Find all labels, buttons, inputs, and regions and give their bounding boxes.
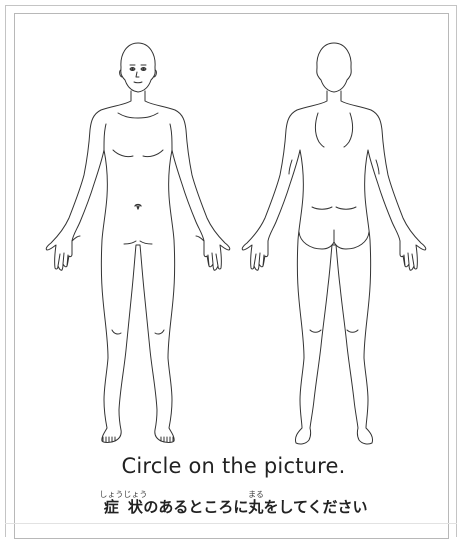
back-buttocks xyxy=(299,230,369,249)
back-fingers xyxy=(254,253,414,266)
back-lower-back xyxy=(312,207,356,209)
front-fingers xyxy=(58,253,218,266)
front-head xyxy=(121,43,156,92)
circle-word: 丸まる xyxy=(248,498,263,516)
back-head xyxy=(317,43,352,92)
front-navel xyxy=(135,205,141,210)
body-front-figure[interactable] xyxy=(46,43,230,443)
front-knees xyxy=(112,330,164,334)
instruction-english: Circle on the picture. xyxy=(0,454,467,478)
front-inner-arms xyxy=(72,124,204,241)
symptom-word: 症状しょうじょう xyxy=(99,498,143,516)
instruction-ending: をしてください xyxy=(263,498,367,516)
back-body-outline xyxy=(242,91,426,444)
body-back-figure[interactable] xyxy=(242,43,426,444)
front-body-outline xyxy=(46,91,230,443)
instruction-middle: のあるところに xyxy=(143,498,248,516)
back-shoulder-blades xyxy=(316,113,353,147)
front-torso-details xyxy=(113,113,163,244)
instruction-japanese: 症状しょうじょうのあるところに丸まるをしてください xyxy=(0,490,467,520)
back-knees xyxy=(310,330,358,332)
